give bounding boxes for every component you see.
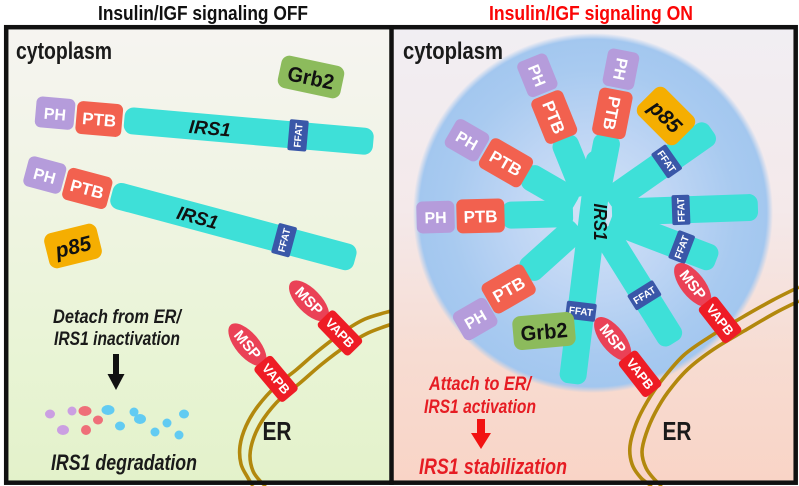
svg-text:ER: ER <box>263 416 292 446</box>
svg-text:PH: PH <box>609 56 630 81</box>
svg-text:Attach to ER/: Attach to ER/ <box>428 374 532 395</box>
svg-text:IRS1 inactivation: IRS1 inactivation <box>54 329 180 350</box>
svg-text:PH: PH <box>43 106 67 125</box>
svg-text:PTB: PTB <box>81 109 117 131</box>
svg-text:IRS1: IRS1 <box>590 204 610 241</box>
svg-text:Insulin/IGF signaling OFF: Insulin/IGF signaling OFF <box>98 3 308 25</box>
svg-text:IRS1 degradation: IRS1 degradation <box>51 450 197 475</box>
svg-text:ER: ER <box>663 416 692 446</box>
svg-text:PTB: PTB <box>463 207 497 227</box>
svg-text:PH: PH <box>31 166 57 188</box>
svg-text:PH: PH <box>424 210 447 228</box>
svg-text:Insulin/IGF signaling ON: Insulin/IGF signaling ON <box>489 3 693 25</box>
svg-text:IRS1 stabilization: IRS1 stabilization <box>419 454 567 479</box>
svg-text:cytoplasm: cytoplasm <box>16 38 112 65</box>
svg-text:Grb2: Grb2 <box>520 319 569 346</box>
svg-text:IRS1: IRS1 <box>188 117 232 142</box>
svg-text:FFAT: FFAT <box>568 305 593 319</box>
svg-text:cytoplasm: cytoplasm <box>403 38 503 65</box>
svg-text:Detach from ER/: Detach from ER/ <box>53 307 182 328</box>
svg-text:IRS1 activation: IRS1 activation <box>424 397 536 418</box>
svg-text:FFAT: FFAT <box>676 198 688 223</box>
svg-text:FFAT: FFAT <box>293 123 306 148</box>
